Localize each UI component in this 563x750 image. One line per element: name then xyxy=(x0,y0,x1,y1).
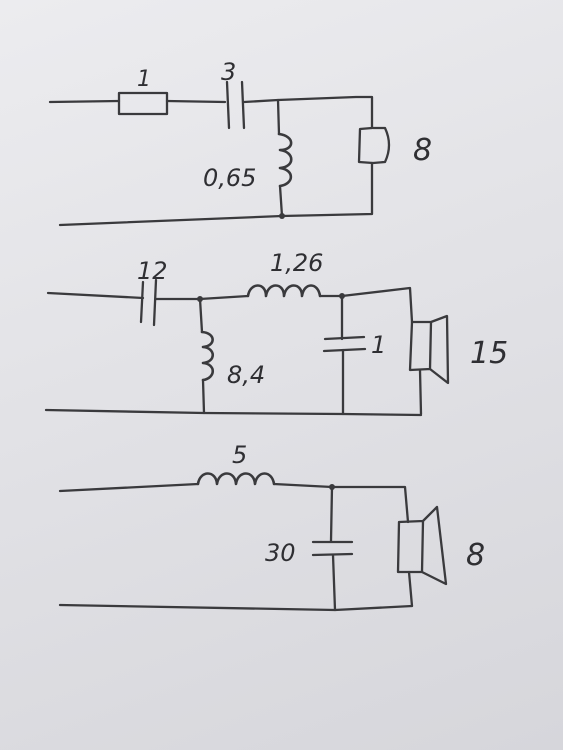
circuit-1-shunt-drop xyxy=(276,98,281,136)
circuit-2-shunt-capacitor xyxy=(322,335,367,353)
circuit-2-series-inductor-label: 1,26 xyxy=(270,249,323,277)
circuit-3-inductor-label: 5 xyxy=(232,441,247,469)
circuit-1-inductor-label: 0,65 xyxy=(203,164,256,192)
circuit-1-top-wire-mid xyxy=(165,99,227,104)
circuit-3-top-wire-left xyxy=(58,482,200,493)
circuit-2-shunt-inductor-label: 8,4 xyxy=(227,361,265,389)
circuit-2-top-wire-left xyxy=(46,291,145,300)
circuit-2-speaker xyxy=(408,314,450,385)
circuit-1-speaker-label: 8 xyxy=(413,133,432,168)
circuit-2-speaker-return xyxy=(418,368,423,416)
circuit-3-shunt-capacitor xyxy=(311,540,354,557)
circuit-1-shunt-to-bottom xyxy=(278,184,284,218)
circuit-2-shunt-inductor xyxy=(200,330,215,382)
circuit-3-shunt-capacitor-drop xyxy=(329,485,334,543)
circuit-2-shunt-inductor-to-bottom xyxy=(201,378,206,415)
circuit-3-shunt-capacitor-to-bottom xyxy=(331,553,337,612)
circuit-1-capacitor-label: 3 xyxy=(221,58,236,86)
circuit-2-shunt-inductor-drop xyxy=(198,297,204,334)
circuit-3-capacitor-label: 30 xyxy=(265,539,296,567)
circuit-2-shunt-capacitor-label: 1 xyxy=(371,331,386,359)
circuit-1-resistor xyxy=(117,91,169,116)
circuit-3-speaker xyxy=(396,505,448,586)
circuit-3-top-wire-right xyxy=(272,482,410,524)
circuit-1-tweeter xyxy=(357,126,391,165)
circuit-2-top-wire-right xyxy=(318,286,414,324)
circuit-2 xyxy=(44,278,450,417)
circuit-1-top-wire-left xyxy=(48,99,121,104)
circuit-1-resistor-label: 1 xyxy=(137,67,151,92)
circuit-1-series-capacitor xyxy=(225,80,246,130)
circuit-3-series-inductor xyxy=(196,472,276,486)
circuit-2-speaker-label: 15 xyxy=(470,336,508,371)
circuit-3 xyxy=(58,472,448,612)
circuit-2-series-inductor xyxy=(246,284,322,298)
circuit-2-capacitor-label: 12 xyxy=(137,257,168,285)
circuit-3-speaker-label: 8 xyxy=(466,538,485,573)
circuit-1-bottom-wire xyxy=(58,161,374,227)
circuit-2-series-capacitor xyxy=(139,278,158,327)
circuit-3-speaker-return xyxy=(407,570,414,608)
circuit-1-top-wire-right xyxy=(242,95,374,130)
circuit-1 xyxy=(48,80,391,227)
circuit-2-bottom-wire xyxy=(44,408,423,417)
circuit-1-shunt-inductor xyxy=(277,132,293,188)
circuit-3-bottom-wire xyxy=(58,603,414,612)
